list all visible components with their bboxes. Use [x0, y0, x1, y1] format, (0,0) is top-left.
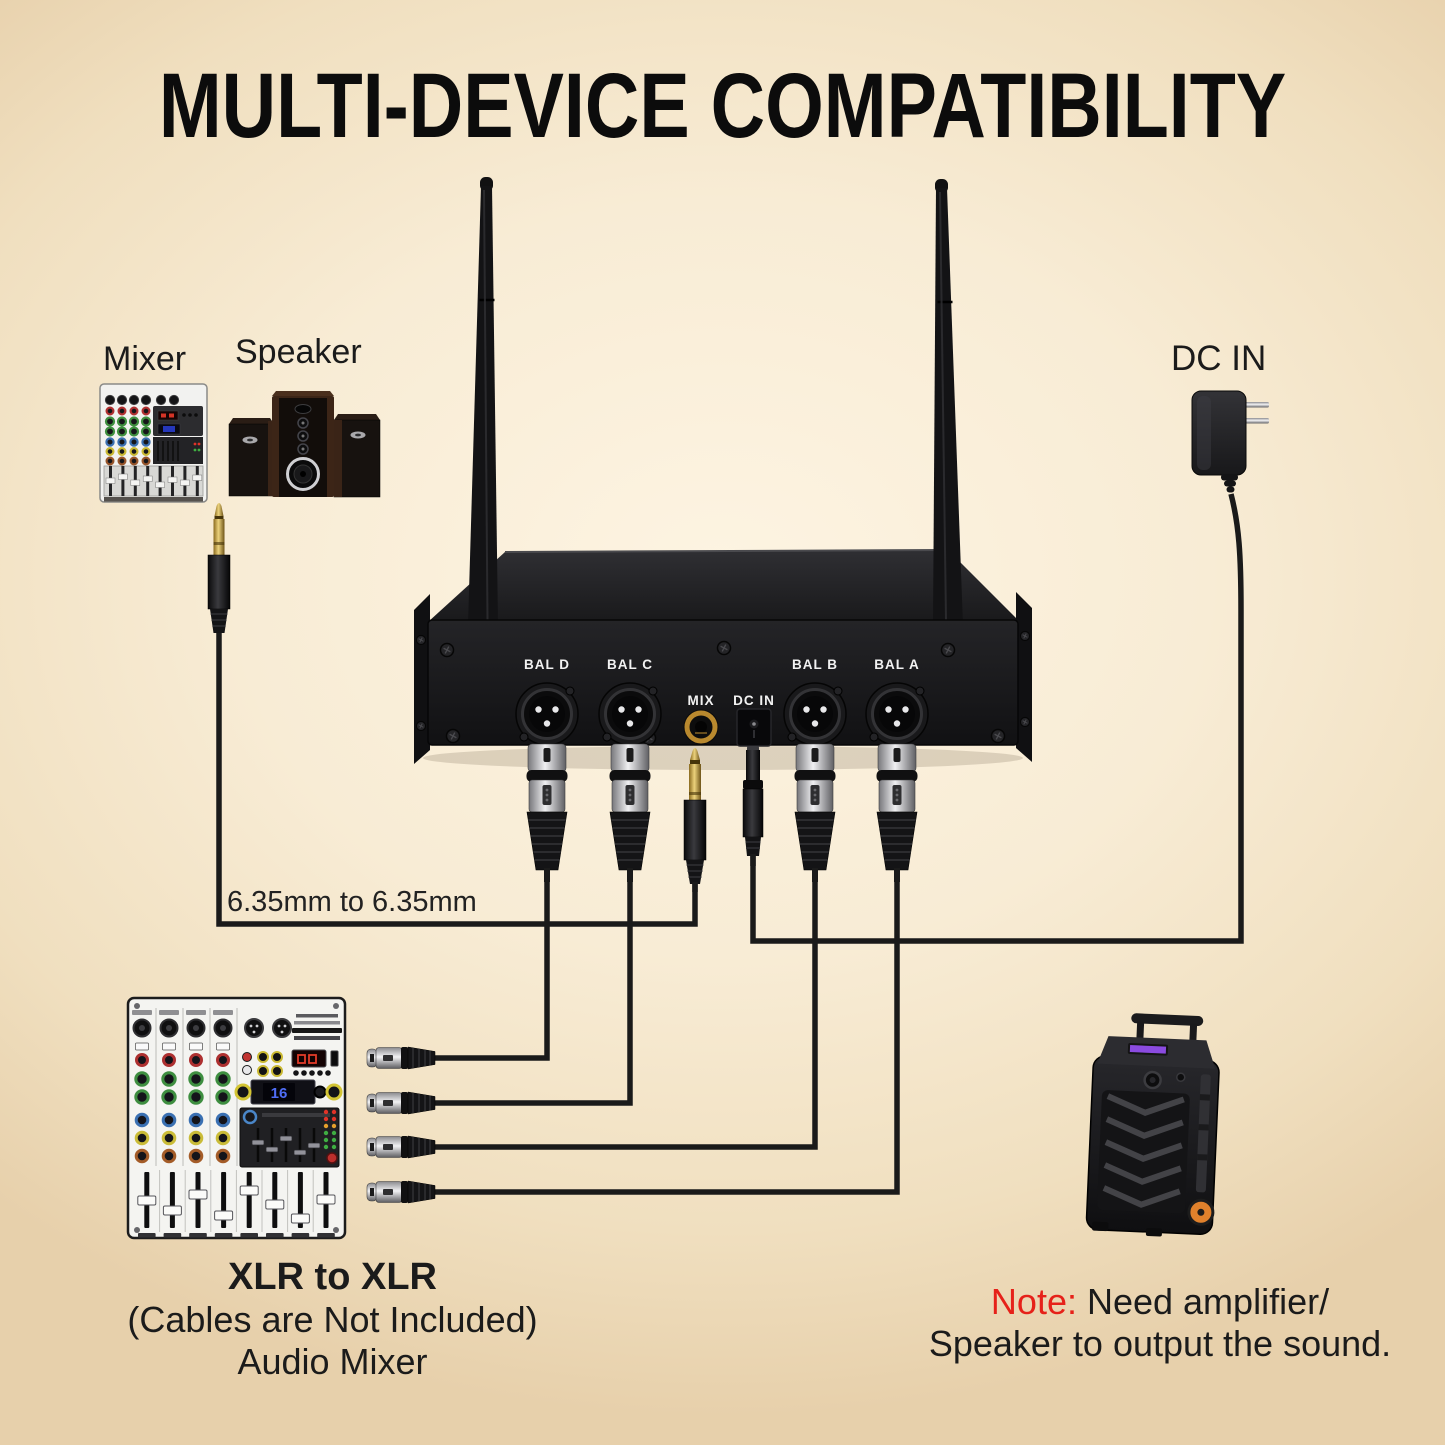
note-line-2: Speaker to output the sound. [928, 1323, 1392, 1364]
wire-bal-d [435, 860, 550, 1061]
xlr-plug-hanging-3 [793, 743, 837, 883]
note-line-1: Note: Need amplifier/ [890, 1281, 1430, 1323]
trs-plug-left [207, 503, 231, 633]
trs-plug-hanging [683, 748, 707, 892]
xlr-plug-row-1 [366, 1046, 436, 1070]
port-label-bal-d: BAL D [524, 657, 570, 672]
port-bal-b [782, 681, 848, 747]
speaker-label: Speaker [235, 333, 362, 371]
port-label-bal-b: BAL B [792, 657, 838, 672]
power-adapter [1191, 390, 1269, 493]
audio-mixer-image: 16 [126, 996, 347, 1240]
receiver-shadow [423, 746, 1023, 770]
cable-type-label: 6.35mm to 6.35mm [227, 886, 477, 918]
wire-bal-a [435, 860, 900, 1195]
receiver-top-face [428, 550, 1018, 622]
page-title: MULTI-DEVICE COMPATIBILITY [158, 55, 1287, 157]
dc-in-label: DC IN [1171, 339, 1267, 378]
port-bal-a [864, 681, 930, 747]
xlr-plug-hanging-4 [875, 743, 919, 883]
mixer-label: Mixer [103, 340, 187, 378]
receiver-rear-panel [427, 619, 1019, 746]
wire-mix-cable [216, 628, 698, 927]
cable-wires [216, 493, 1244, 1195]
mixer-thumbnail [99, 383, 208, 503]
caption-xlr-to-xlr: XLR to XLR [228, 1256, 437, 1298]
port-bal-d [514, 681, 580, 747]
xlr-plug-row-4 [366, 1180, 436, 1204]
wire-dc-cable [750, 493, 1244, 944]
party-speaker-image [1085, 1013, 1220, 1237]
port-label-mix: MIX [687, 693, 714, 708]
receiver-unit: BAL D BAL C MIX DC IN BAL B BAL A [414, 177, 1032, 764]
port-label-bal-a: BAL A [874, 657, 920, 672]
note-prefix: Note: [990, 1281, 1077, 1322]
caption-audio-mixer: Audio Mixer [237, 1341, 428, 1382]
port-bal-c [597, 681, 663, 747]
xlr-plug-hanging-1 [525, 743, 569, 883]
speaker-set-thumbnail [228, 391, 381, 498]
port-dc-in [736, 708, 772, 747]
port-label-bal-c: BAL C [607, 657, 653, 672]
wire-bal-b [435, 860, 818, 1150]
caption-cables-not-included: (Cables are Not Included) [127, 1299, 538, 1340]
dc-plug-hanging [742, 746, 764, 866]
wire-bal-c [435, 860, 633, 1106]
port-mix [683, 709, 719, 745]
xlr-plug-row-2 [366, 1091, 436, 1115]
note-line-1-rest: Need amplifier/ [1076, 1281, 1330, 1322]
xlr-plug-row-3 [366, 1135, 436, 1159]
receiver-antenna-right [933, 179, 963, 626]
mixer-display-value: 16 [271, 1085, 288, 1102]
port-label-dc-in: DC IN [733, 693, 775, 708]
receiver-antenna-left [468, 177, 498, 626]
xlr-plug-hanging-2 [608, 743, 652, 883]
